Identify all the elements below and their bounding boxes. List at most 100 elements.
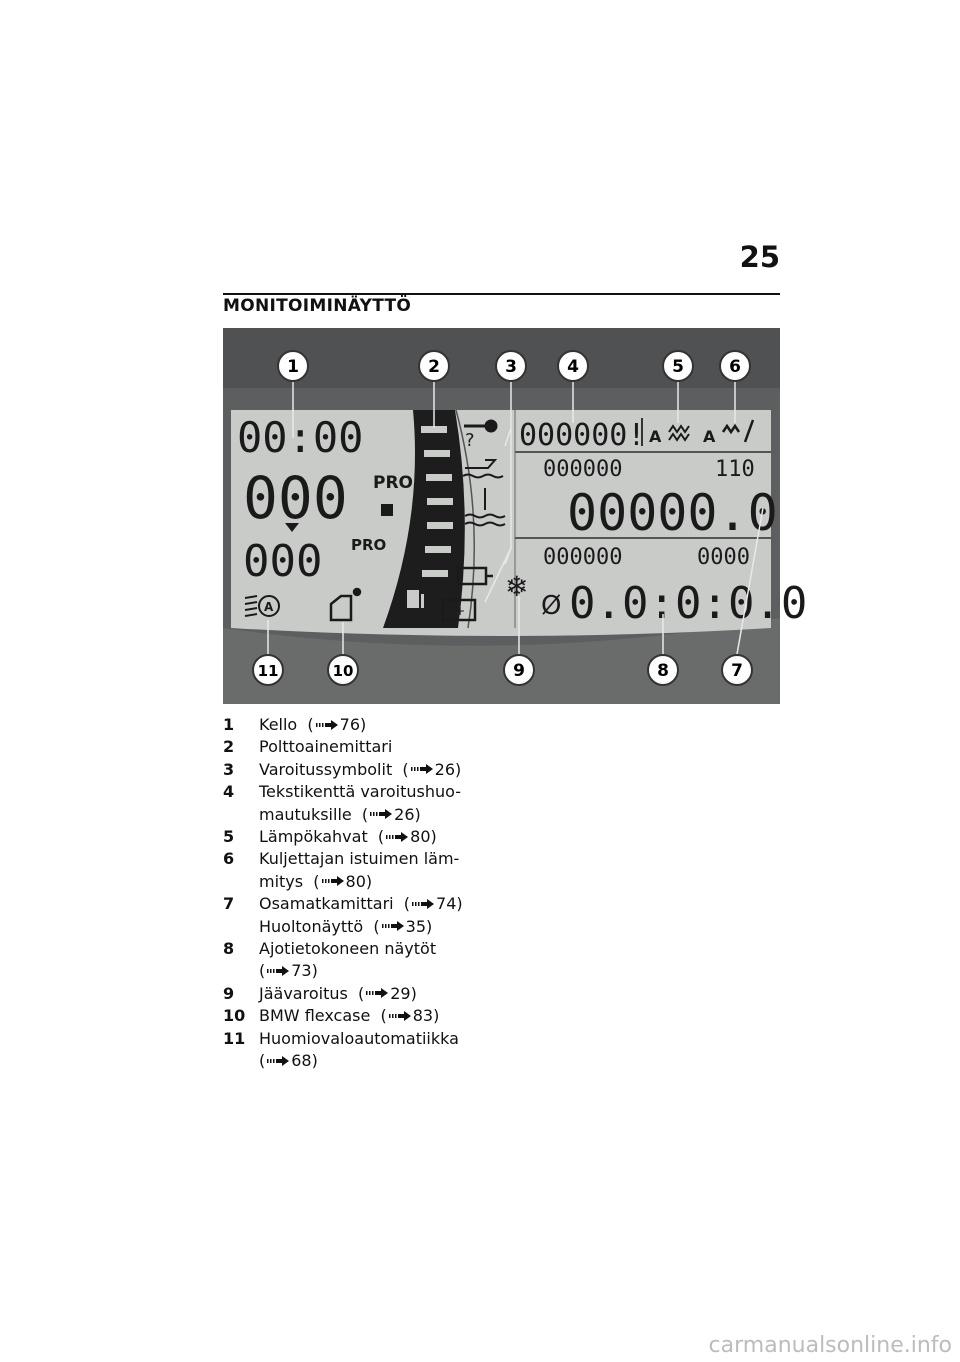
arrow-reference-icon	[412, 898, 435, 909]
legend-label: Kello (76)	[259, 715, 367, 734]
light-auto-letter: A	[264, 600, 274, 614]
page-reference: (76)	[297, 715, 367, 734]
svg-text:8: 8	[657, 661, 669, 681]
callout-9: 9	[503, 654, 535, 686]
page-reference: (68)	[259, 1051, 318, 1071]
legend-label: (68)	[259, 1050, 483, 1072]
legend-number: 3	[223, 759, 235, 779]
speed-mode-label: PRO	[373, 473, 413, 493]
callout-2: 2	[418, 350, 450, 382]
legend-number	[223, 871, 259, 893]
arrow-reference-icon	[267, 965, 290, 976]
header-rule	[223, 293, 780, 295]
page-reference-number: 29)	[390, 983, 417, 1003]
legend-number	[223, 804, 259, 826]
arrow-reference-icon	[410, 764, 433, 775]
legend-label: Osamatkamittari (74)	[259, 894, 463, 914]
arrow-reference-icon	[321, 876, 344, 887]
page-reference: (29)	[347, 983, 417, 1003]
page-reference: (80)	[367, 827, 437, 847]
legend-label: (73)	[259, 960, 483, 982]
legend-label: Ajotietokoneen näytöt	[259, 939, 437, 959]
oil-warning-icon	[462, 459, 504, 479]
legend-number: 6	[223, 849, 235, 869]
seat-heating-letter: A	[703, 427, 716, 446]
page-reference-number: 80)	[410, 827, 437, 847]
legend-label: Kuljettajan istuimen läm-	[259, 849, 460, 869]
legend-item: mitys (80)	[223, 871, 483, 893]
heated-grip-letter: A	[649, 427, 662, 446]
battery-warning-icon	[441, 598, 477, 622]
svg-text:9: 9	[513, 661, 525, 681]
page-reference: (74)	[393, 894, 463, 914]
instrument-display-figure: 00:00 000 PRO 000 PRO A ?	[223, 328, 807, 704]
average-symbol: Ø	[541, 591, 561, 621]
odometer-digits: 00000.0	[567, 484, 778, 542]
legend-number: 10	[223, 1006, 246, 1026]
trip-small-top: 110	[715, 457, 755, 482]
section-title: MONITOIMINÄYTTÖ	[223, 296, 412, 316]
legend-item: 1 Kello (76)	[223, 714, 483, 736]
legend-item: (68)	[223, 1050, 483, 1072]
callout-circles: 1 2 3 4 5 6 7 8 9 10 11	[252, 350, 753, 686]
rpm-digits: 000	[243, 536, 322, 587]
svg-text:4: 4	[567, 357, 579, 377]
arrow-reference-icon	[267, 1055, 290, 1066]
trip-small-bottom: 0000	[697, 545, 750, 570]
engine-warning-icon	[456, 566, 493, 586]
light-auto-icon	[244, 595, 280, 617]
page-reference-number: 83)	[412, 1006, 440, 1026]
seat-heating-icon	[721, 419, 755, 443]
legend-number: 4	[223, 782, 235, 802]
arrow-reference-icon	[381, 921, 404, 932]
page-reference-number: 76)	[339, 715, 367, 734]
legend-number	[223, 1050, 259, 1072]
page-reference-number: 73)	[291, 961, 318, 981]
instrument-display-svg: 00:00 000 PRO 000 PRO A ?	[223, 328, 807, 704]
svg-text:1: 1	[287, 357, 299, 377]
callout-5: 5	[662, 350, 694, 382]
page-reference-number: 35)	[405, 916, 433, 936]
watermark: carmanualsonline.info	[708, 1333, 952, 1358]
legend-number: 11	[223, 1028, 246, 1048]
page-reference: (35)	[363, 916, 433, 936]
legend-number: 5	[223, 827, 235, 847]
arrow-reference-icon	[386, 831, 409, 842]
legend-number	[223, 960, 259, 982]
svg-text:10: 10	[333, 662, 354, 680]
legend-label: Tekstikenttä varoitushuo-	[259, 782, 461, 802]
arrow-reference-icon	[366, 988, 389, 999]
callout-6: 6	[719, 350, 751, 382]
legend-label: Huomiovaloautomatiikka	[259, 1028, 459, 1048]
callout-7: 7	[721, 654, 753, 686]
trip-label-top: 000000	[543, 457, 622, 482]
warning-text-field: 000000!	[519, 418, 645, 453]
page-reference-number: 68)	[291, 1051, 318, 1071]
legend-label: Jäävaroitus (29)	[259, 983, 417, 1003]
average-digits: 0.0:0:0.0	[569, 578, 807, 629]
svg-text:6: 6	[729, 357, 741, 377]
legend-item: 10 BMW flexcase (83)	[223, 1005, 483, 1027]
legend-item: 7 Osamatkamittari (74)	[223, 893, 483, 915]
page-reference: (26)	[392, 759, 462, 779]
legend-label: BMW flexcase (83)	[259, 1006, 440, 1026]
legend-label: mautuksille (26)	[259, 804, 421, 824]
legend-label: Polttoainemittari	[259, 737, 393, 757]
callout-1: 1	[277, 350, 309, 382]
legend-item: 4 Tekstikenttä varoitushuo-	[223, 781, 483, 803]
svg-text:11: 11	[258, 662, 279, 680]
plug-icon	[381, 504, 393, 516]
clock-digits: 00:00	[237, 413, 363, 462]
legend-label: Lämpökahvat (80)	[259, 827, 437, 847]
leader-lines	[267, 382, 764, 655]
legend-number: 7	[223, 894, 235, 914]
question-mark-icon: ?	[465, 430, 475, 451]
legend-number: 1	[223, 715, 235, 734]
legend-item: (73)	[223, 960, 483, 982]
callout-8: 8	[647, 654, 679, 686]
legend-label: mitys (80)	[259, 871, 373, 891]
